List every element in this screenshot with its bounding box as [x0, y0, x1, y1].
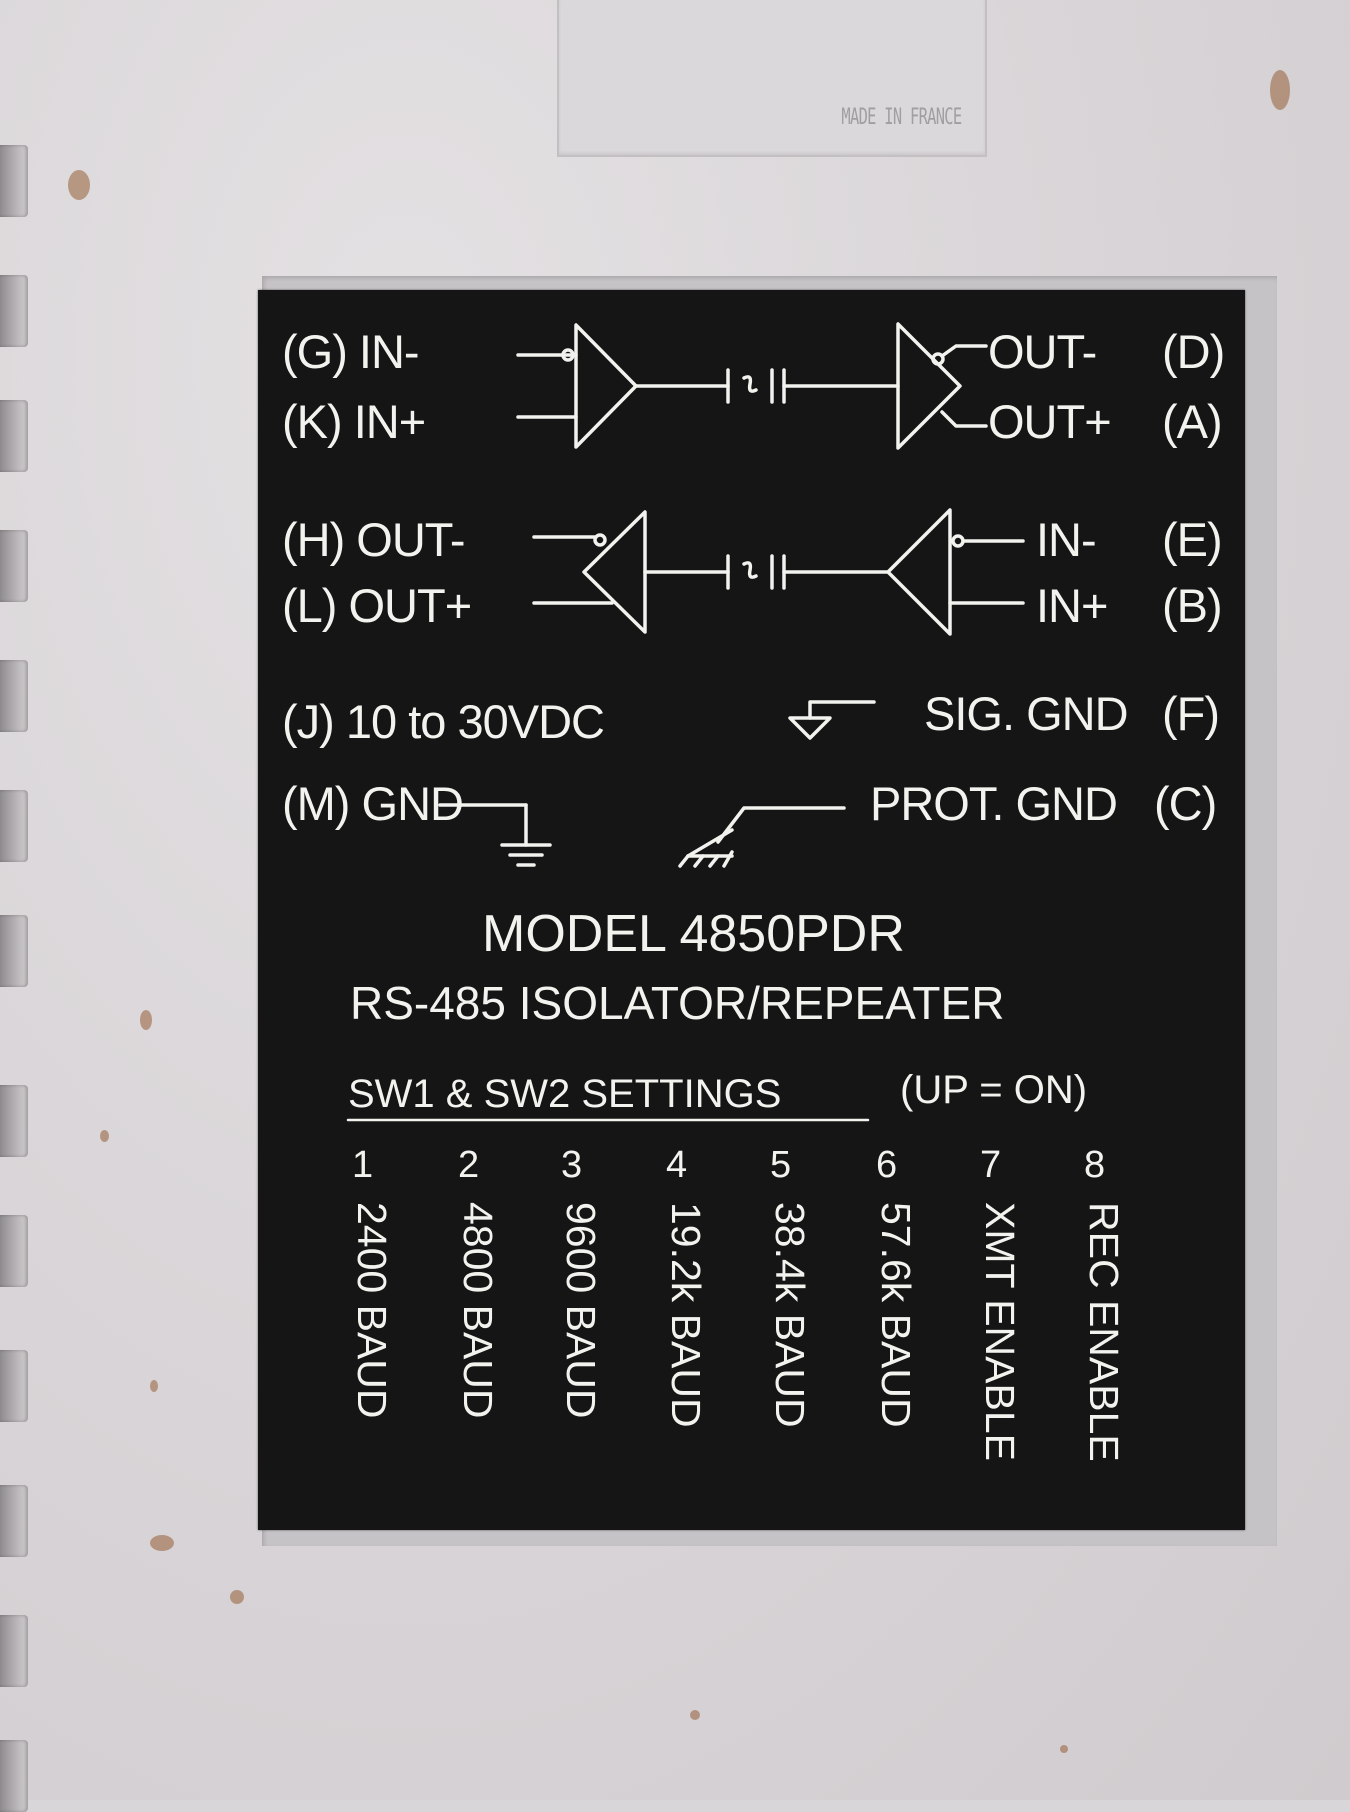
rust-stain: [230, 1590, 244, 1604]
rust-stain: [68, 170, 90, 200]
rust-stain: [150, 1535, 174, 1551]
switch-number: 2: [458, 1144, 480, 1186]
in-plus-label: IN+: [1036, 579, 1108, 632]
vent-slot: [0, 660, 28, 732]
settings-title: SW1 & SW2 SETTINGS: [348, 1072, 782, 1116]
wiring-diagram: [346, 322, 1025, 1122]
out-minus-label: OUT-: [988, 325, 1097, 378]
vent-slot: [0, 1350, 28, 1422]
pin-g-in-minus: (G) IN-: [282, 325, 420, 378]
switch-setting-label: 4800 BAUD: [455, 1202, 501, 1419]
pin-e: (E): [1162, 513, 1223, 566]
pin-k-in-plus: (K) IN+: [282, 395, 426, 448]
vent-slot: [0, 145, 28, 217]
in-minus-label: IN-: [1036, 513, 1097, 566]
rust-stain: [150, 1380, 158, 1392]
switch-number: 8: [1084, 1144, 1106, 1186]
switch-setting-label: 9600 BAUD: [558, 1202, 604, 1419]
power-pin-label: (J) 10 to 30VDC: [282, 695, 605, 748]
vent-slot: [0, 275, 28, 347]
rust-stain: [1060, 1745, 1068, 1753]
rust-stain: [1270, 70, 1290, 110]
vent-slot: [0, 915, 28, 987]
rust-stain: [140, 1010, 152, 1030]
rust-stain: [100, 1130, 109, 1142]
vent-slot: [0, 790, 28, 862]
switch-setting-label: 2400 BAUD: [349, 1202, 395, 1419]
switch-setting-label: XMT ENABLE: [977, 1202, 1023, 1461]
vent-slot: [0, 1485, 28, 1557]
out-plus-label: OUT+: [988, 395, 1112, 448]
gnd-pin-label: (M) GND: [282, 777, 464, 830]
pin-d: (D): [1162, 325, 1225, 378]
vent-slot: [0, 530, 28, 602]
pin-b: (B): [1162, 579, 1223, 632]
vent-slot: [0, 1740, 28, 1812]
switch-setting-label: 19.2k BAUD: [663, 1202, 709, 1428]
sig-gnd-label: SIG. GND: [924, 687, 1129, 740]
switch-setting-label: REC ENABLE: [1081, 1202, 1127, 1462]
pin-a: (A): [1162, 395, 1223, 448]
switch-setting-label: 57.6k BAUD: [873, 1202, 919, 1428]
molded-tab: MADE IN FRANCE: [557, 0, 987, 157]
switch-number: 7: [980, 1144, 1002, 1186]
vent-slot: [0, 1085, 28, 1157]
wiring-label: (G) IN- (K) IN+ OUT- OUT+ (D) (A) (H) OU…: [258, 290, 1245, 1530]
made-in-text: MADE IN FRANCE: [840, 105, 962, 130]
switch-number: 6: [876, 1144, 898, 1186]
vent-slot: [0, 400, 28, 472]
switch-number: 1: [352, 1144, 374, 1186]
pin-c: (C): [1154, 777, 1217, 830]
rust-stain: [690, 1710, 700, 1720]
switch-setting-label: 38.4k BAUD: [767, 1202, 813, 1428]
pin-l-out-plus: (L) OUT+: [282, 579, 472, 632]
switch-number: 4: [666, 1144, 688, 1186]
device-subtitle: RS-485 ISOLATOR/REPEATER: [350, 977, 1005, 1029]
model-name: MODEL 4850PDR: [482, 905, 905, 963]
prot-gnd-label: PROT. GND: [870, 777, 1118, 830]
switch-number: 5: [770, 1144, 792, 1186]
vent-slot: [0, 1615, 28, 1687]
pin-h-out-minus: (H) OUT-: [282, 513, 466, 566]
vent-slot: [0, 1215, 28, 1287]
pin-f: (F): [1162, 687, 1220, 740]
switch-number: 3: [561, 1144, 583, 1186]
settings-note: (UP = ON): [900, 1068, 1088, 1112]
